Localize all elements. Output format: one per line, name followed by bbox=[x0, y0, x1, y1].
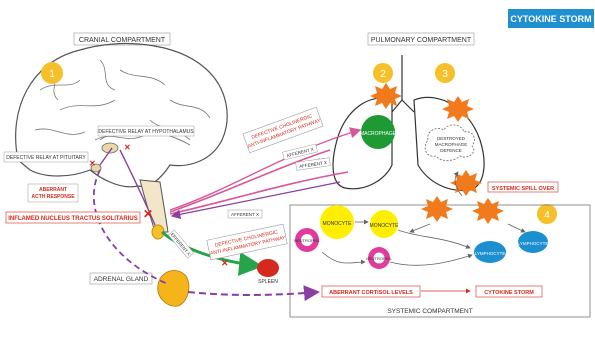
afferent-x-label-1: AFFERENT X bbox=[286, 147, 314, 159]
afferent-pathway-3 bbox=[170, 181, 341, 220]
red-x-hypothalamus: ✕ bbox=[124, 143, 131, 152]
arrow-burst-monocyte bbox=[409, 223, 431, 233]
cranial-title-box bbox=[73, 32, 171, 46]
afferent-x-box-1 bbox=[282, 143, 318, 161]
destroyed-macrophage-cloud bbox=[424, 124, 475, 161]
red-x-spleen-pathway: ✕ bbox=[221, 258, 229, 268]
lung-cytokine-burst-1 bbox=[370, 83, 402, 109]
lung-cytokine-burst-2 bbox=[442, 96, 474, 122]
afferent-x-label-2: AFFERENT X bbox=[299, 160, 327, 169]
aberrant-acth-label-1: ABERRANT bbox=[39, 187, 67, 193]
spleen-organ bbox=[257, 259, 279, 277]
monocyte-cell-1 bbox=[320, 205, 354, 239]
defective-relay-hypothalamus-label: DEFECTIVE RELAY AT HYPOTHALAMUS bbox=[98, 129, 194, 135]
red-x-nts: ✕ bbox=[143, 207, 153, 221]
aberrant-cortisol-box bbox=[321, 285, 421, 298]
step-1-circle bbox=[41, 62, 63, 84]
efferent-x-label: EFFERENT X bbox=[170, 232, 192, 257]
neutrophil-label-1: NEUTROPHIL bbox=[294, 238, 321, 243]
aberrant-acth-box bbox=[27, 183, 79, 203]
monocyte-cell-2 bbox=[370, 210, 398, 238]
cytokine-storm-box bbox=[475, 285, 543, 298]
step-3-circle bbox=[435, 63, 455, 83]
defective-relay-hypothalamus-box bbox=[97, 125, 195, 137]
afferent-x-box-2 bbox=[295, 157, 331, 171]
afferent-x-label-3: AFFERENT X bbox=[231, 212, 259, 217]
red-x-pituitary: ✕ bbox=[89, 159, 96, 168]
step-2-number: 2 bbox=[380, 69, 386, 80]
afferent-pathway-1 bbox=[169, 149, 331, 213]
badge-text: CYTOKINE STORM bbox=[510, 14, 591, 24]
arrow-neutrophil-lymphocyte bbox=[389, 253, 473, 266]
defective-cholinergic-top-box bbox=[242, 106, 324, 154]
afferent-x-box-3 bbox=[227, 209, 263, 219]
macrophage-label: MACROPHAGE bbox=[360, 131, 397, 137]
arrow-neutrophil-neutrophil bbox=[321, 251, 366, 265]
destroyed-text-1: DESTROYED bbox=[437, 136, 466, 141]
hypothalamus bbox=[101, 142, 119, 154]
lymphocyte-label-2: LYMPHOCYTE bbox=[518, 241, 549, 246]
lungs-outline bbox=[332, 55, 485, 192]
efferent-x-box bbox=[167, 229, 195, 259]
inflamed-nts-box bbox=[5, 211, 141, 224]
efferent-vagus-to-spleen bbox=[161, 230, 263, 276]
defective-cholinergic-bottom-box bbox=[206, 223, 288, 261]
brainstem bbox=[139, 179, 169, 233]
adrenal-gland-label: ADRENAL GLAND bbox=[94, 276, 149, 283]
adrenal-to-systemic-path bbox=[187, 285, 320, 302]
destroyed-text-3: DEFENCE bbox=[440, 148, 462, 153]
cranial-compartment-title: CRANIAL COMPARTMENT bbox=[79, 37, 166, 44]
defective-relay-pituitary-box bbox=[3, 151, 89, 163]
inflamed-nts-label: INFLAMED NUCLEUS TRACTUS SOLITARIUS bbox=[8, 216, 138, 222]
macrophage-cell bbox=[361, 115, 395, 149]
neutrophil-core-1 bbox=[301, 234, 313, 246]
pulmonary-compartment-title: PULMONARY COMPARTMENT bbox=[371, 37, 472, 44]
step-4-circle bbox=[537, 204, 557, 224]
arrow-to-lymphocyte bbox=[397, 229, 471, 249]
neutrophil-label-2: NEUTROPHIL bbox=[366, 256, 393, 261]
pulmonary-title-box bbox=[367, 32, 475, 46]
destroyed-text-2: MACROPHAGE bbox=[435, 142, 468, 147]
pituitary bbox=[90, 163, 102, 173]
neutrophil-core-2 bbox=[373, 252, 385, 264]
systemic-spill-over-label: SYSTEMIC SPILL OVER bbox=[492, 186, 554, 192]
step-4-number: 4 bbox=[544, 210, 550, 221]
adrenal-gland-organ bbox=[157, 270, 190, 307]
step-2-circle bbox=[373, 63, 393, 83]
systemic-spill-over-box bbox=[487, 181, 559, 193]
aberrant-acth-label-2: ACTH RESPONSE bbox=[31, 194, 75, 200]
lung-cytokine-burst-3 bbox=[450, 170, 482, 196]
cytokine-storm-label: CYTOKINE STORM bbox=[484, 290, 534, 296]
defective-relay-pituitary-label: DEFECTIVE RELAY AT PITUITARY bbox=[6, 155, 86, 161]
systemic-burst-2 bbox=[472, 198, 504, 224]
spleen-label: SPLEEN bbox=[258, 279, 278, 285]
lymphocyte-cell-2 bbox=[518, 231, 548, 253]
monocyte-label-2: MONOCYTE bbox=[370, 223, 400, 229]
arrow-lung-spill bbox=[453, 171, 463, 197]
systemic-burst-1 bbox=[421, 196, 453, 222]
cytokine-storm-badge bbox=[508, 9, 594, 28]
step-1-number: 1 bbox=[49, 69, 55, 80]
nts-to-hypothalamus-path bbox=[119, 149, 156, 226]
hypothalamus-to-pituitary-path bbox=[99, 147, 113, 166]
adrenal-gland-box bbox=[89, 272, 153, 285]
lymphocyte-cell-1 bbox=[474, 241, 506, 263]
systemic-compartment-title: SYSTEMIC COMPARTMENT bbox=[387, 308, 472, 315]
afferent-pathway-2 bbox=[169, 171, 349, 215]
step-3-number: 3 bbox=[442, 69, 448, 80]
arrow-burst-lymphocyte bbox=[507, 223, 526, 233]
monocyte-label-1: MONOCYTE bbox=[323, 221, 353, 227]
pituitary-to-adrenal-path bbox=[92, 169, 169, 285]
efferent-to-lung bbox=[169, 127, 362, 211]
lymphocyte-label-1: LYMPHOCYTE bbox=[475, 251, 506, 256]
aberrant-cortisol-label: ABERRANT CORTISOL LEVELS bbox=[329, 290, 413, 296]
